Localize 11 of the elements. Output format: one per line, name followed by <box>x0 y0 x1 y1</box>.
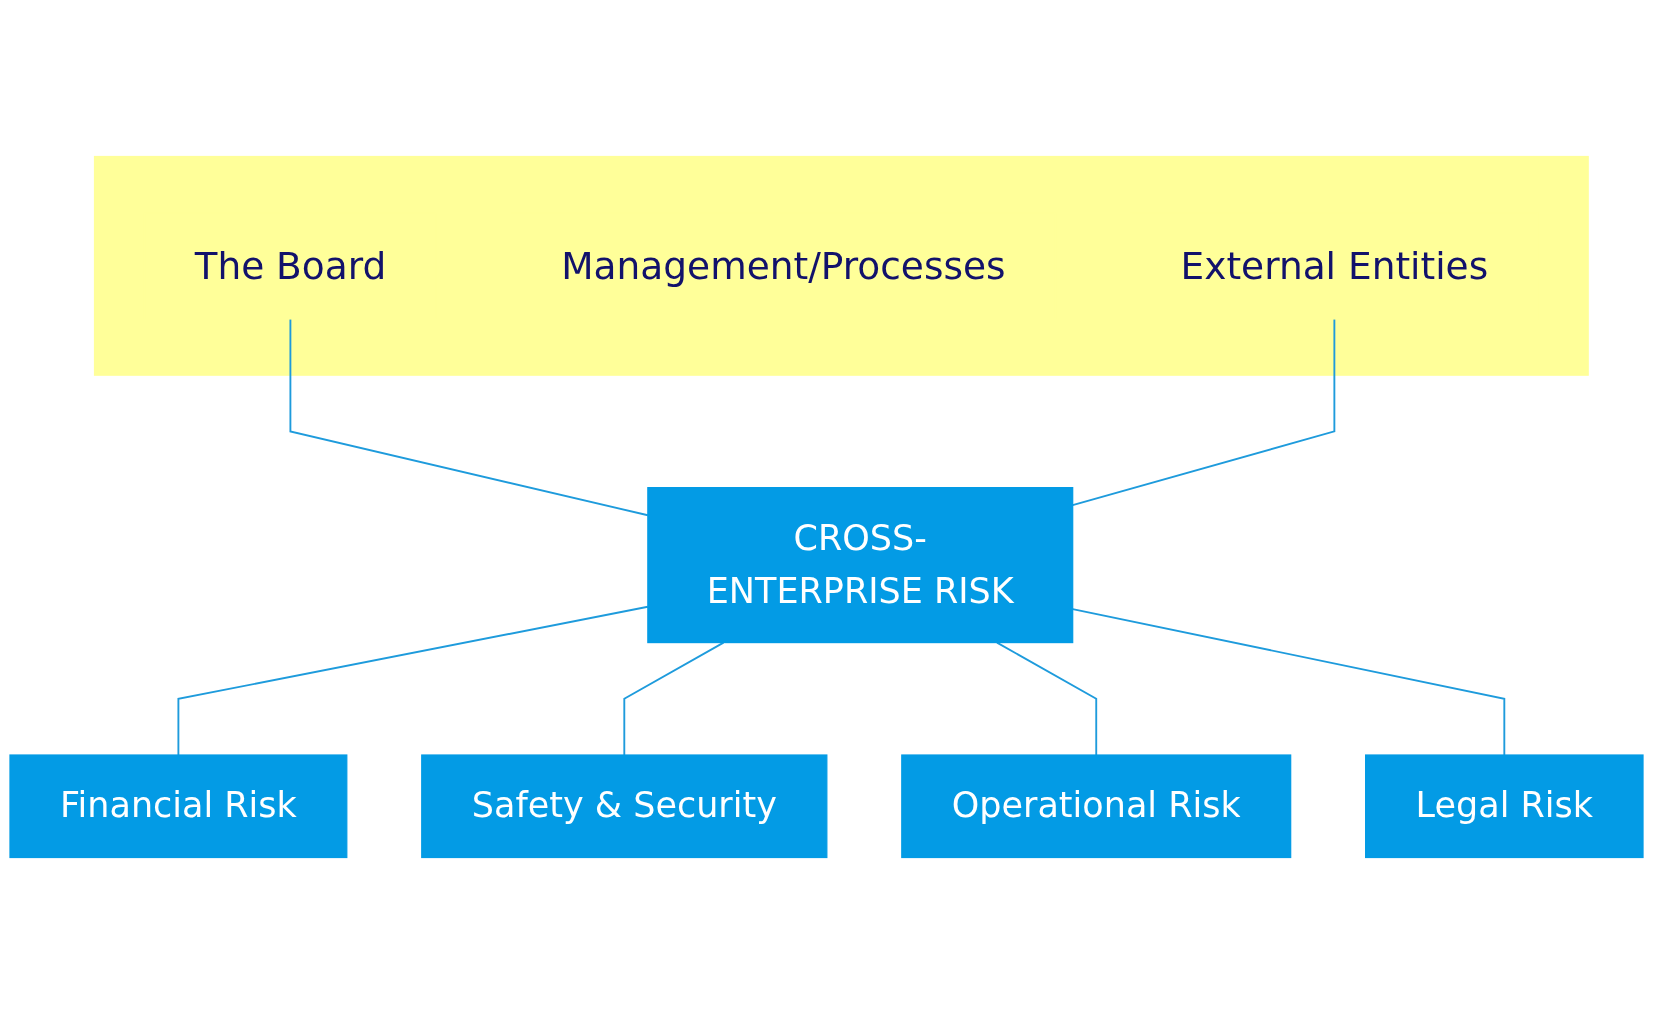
node-box: Operational Risk <box>901 754 1292 859</box>
connector <box>996 641 1098 756</box>
node-text: The Board <box>194 243 387 288</box>
node-box: Legal Risk <box>1365 754 1644 859</box>
node-box: Safety & Security <box>421 754 828 859</box>
node-box: Financial Risk <box>9 754 348 859</box>
node-box: CROSS-ENTERPRISE RISK <box>647 487 1074 644</box>
connector <box>623 641 725 756</box>
cluster <box>93 155 1589 376</box>
node-text: Management/Processes <box>561 243 1006 288</box>
node-text: External Entities <box>1180 243 1489 288</box>
